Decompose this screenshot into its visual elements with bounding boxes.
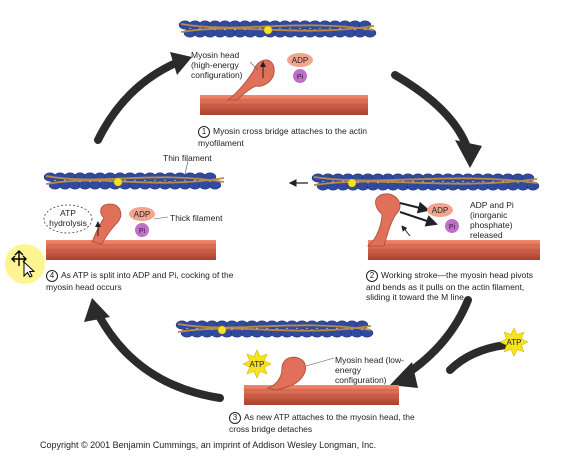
cycle-arrow-2-to-3 [401,296,472,379]
pi-1 [293,69,307,83]
label-atp-hydrolysis: ATP hydrolysis [49,208,87,228]
leader-thick-filament [153,216,169,220]
troponin-2 [347,178,357,188]
adp-1-label: ADP [292,56,308,65]
leader-thin-filament [184,160,189,175]
move-cursor-icon [11,250,36,278]
adp-4-label: ADP [134,210,150,219]
actin-filament-2 [311,173,540,191]
label-top-myosin-head: Myosin head (high-energy configuration) [191,50,243,80]
pi-1-label: Pi [297,74,304,81]
step-4-number: 4 [46,270,58,282]
pi-2 [445,219,459,233]
release-arrow-adp [399,201,430,214]
step-1-number: 1 [198,126,210,138]
tropomyosin-strand [45,177,225,185]
adp-4 [129,207,155,221]
cycle-arrow-1-to-2 [391,71,472,154]
step-3-text: As new ATP attaches to the myosin head, … [229,412,415,434]
tropomyosin-strand [313,176,538,184]
atp-hydrolysis-bubble [43,204,93,234]
step-4-text: As ATP is split into ADP and Pi, cocking… [46,270,234,292]
release-arrow-pi [399,211,438,227]
adp-2-label: ADP [432,206,448,215]
label-thick-filament: Thick filament [170,213,223,223]
pivot-arrow-2 [401,225,411,237]
leader-bottom-head [305,357,335,367]
adp-2 [427,203,453,217]
myosin-head-2 [366,193,401,247]
label-adp-pi-released: ADP and Pi (inorganic phosphate) release… [470,200,514,240]
actin-filament-3 [175,320,374,338]
atp-3-label: ATP [250,360,265,369]
cycle-arrow-4-to-1 [94,58,182,144]
cycle-arrow-3-to-4 [93,308,224,402]
atp-entry-arrow [446,341,509,374]
label-bottom-myosin-head: Myosin head (low-energy configuration) [335,355,404,385]
myosin-head-4 [91,203,122,245]
tropomyosin-strand [313,178,538,186]
step-2-number: 2 [366,270,378,282]
actin-filament-4 [43,172,225,190]
tropomyosin-strand [177,323,372,331]
tropomyosin-strand [180,23,375,31]
label-thin-filament: Thin filament [163,153,212,163]
atp-incoming [499,327,529,357]
tropomyosin-strand [45,175,225,183]
step-3-number: 3 [229,412,241,424]
atp-incoming-label: ATP [507,338,522,347]
leader-top-head [249,61,259,71]
pi-4 [135,223,149,237]
copyright-notice: Copyright © 2001 Benjamin Cummings, an i… [40,440,377,450]
step-2-text: Working stroke—the myosin head pivots an… [366,270,533,302]
cycle-arrows [84,52,482,402]
pi-2-label: Pi [449,224,456,231]
atp-3 [242,349,272,379]
troponin-1 [263,25,273,35]
troponin-4 [113,177,123,187]
myosin-head-3 [266,356,306,391]
pi-4-label: Pi [139,228,146,235]
step-1-text: Myosin cross bridge attaches to the acti… [198,126,368,148]
tropomyosin-strand [177,325,372,333]
adp-1 [287,53,313,67]
troponin-3 [217,325,227,335]
actin-filament-1 [178,20,377,38]
